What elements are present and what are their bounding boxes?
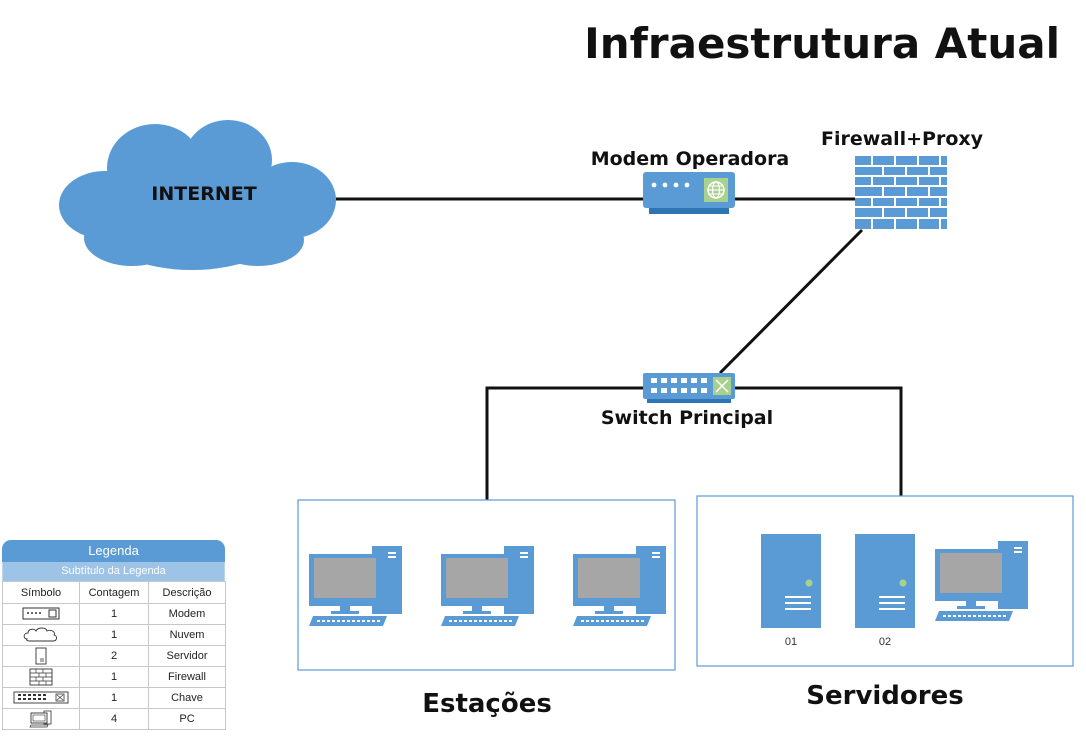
legend-header-row: Símbolo Contagem Descrição [2,581,226,604]
legend-header: Contagem [79,581,149,604]
firewall-icon [855,156,947,229]
stations-group: Estações [297,499,676,719]
switch-device: Switch Principal [601,373,773,429]
switch-label: Switch Principal [601,407,773,429]
internet-label: INTERNET [151,183,256,205]
legend-symbol [2,645,80,667]
server-id-label: 02 [879,636,891,648]
firewall-label: Firewall+Proxy [821,128,984,150]
legend-header: Descrição [148,581,226,604]
cloud-icon [59,120,336,270]
firewall-icon [29,668,53,686]
diagram-title: Infraestrutura Atual [584,19,1060,68]
legend-description: Modem [148,603,226,625]
stations-label: Estações [422,689,552,719]
legend-header: Símbolo [2,581,80,604]
stations-box [297,499,676,671]
legend-symbol [2,666,80,688]
modem-device: Modem Operadora [591,148,790,214]
legend-row: 1 Chave [2,687,226,709]
pc-icon [934,540,1029,622]
legend-symbol [2,708,80,730]
legend-row: 1 Modem [2,603,226,625]
legend-count: 2 [79,645,149,667]
cloud-icon [23,627,57,642]
switch-icon [643,373,735,403]
legend-count: 1 [79,687,149,709]
pc-icon [440,545,535,627]
firewall-device: Firewall+Proxy [821,128,984,229]
legend-row: 2 Servidor [2,645,226,667]
legend-row: 1 Nuvem [2,624,226,646]
legend: Legenda Subtítulo da Legenda Símbolo Con… [2,540,226,730]
legend-symbol [2,603,80,625]
servers-label: Servidores [806,681,963,711]
link-switch-stations [485,386,643,500]
legend-count: 1 [79,624,149,646]
server-icon [35,647,47,665]
legend-count: 1 [79,666,149,688]
server-icon [855,534,915,628]
legend-description: Servidor [148,645,226,667]
legend-description: Nuvem [148,624,226,646]
pc-icon [572,545,667,627]
legend-subtitle: Subtítulo da Legenda [2,562,225,581]
legend-table: Símbolo Contagem Descrição 1 Modem [2,581,226,730]
pc-icon [308,545,403,627]
legend-title: Legenda [2,540,225,562]
server-icon [761,534,821,628]
switch-icon [13,691,69,704]
modem-icon [22,607,60,620]
modem-icon [643,172,735,214]
legend-description: PC [148,708,226,730]
server-id-label: 01 [785,636,797,648]
connection-lines [336,197,903,500]
legend-description: Chave [148,687,226,709]
internet-cloud: INTERNET [59,120,336,270]
legend-count: 4 [79,708,149,730]
servers-box [696,495,1074,667]
legend-symbol [2,624,80,646]
link-firewall-switch [718,228,864,375]
legend-count: 1 [79,603,149,625]
servers-group: 01 02 Servidores [696,495,1074,711]
legend-row: 1 Firewall [2,666,226,688]
pc-icon [29,710,52,728]
legend-row: 4 PC [2,708,226,730]
legend-symbol [2,687,80,709]
link-switch-servers [735,386,903,496]
legend-description: Firewall [148,666,226,688]
modem-label: Modem Operadora [591,148,790,170]
